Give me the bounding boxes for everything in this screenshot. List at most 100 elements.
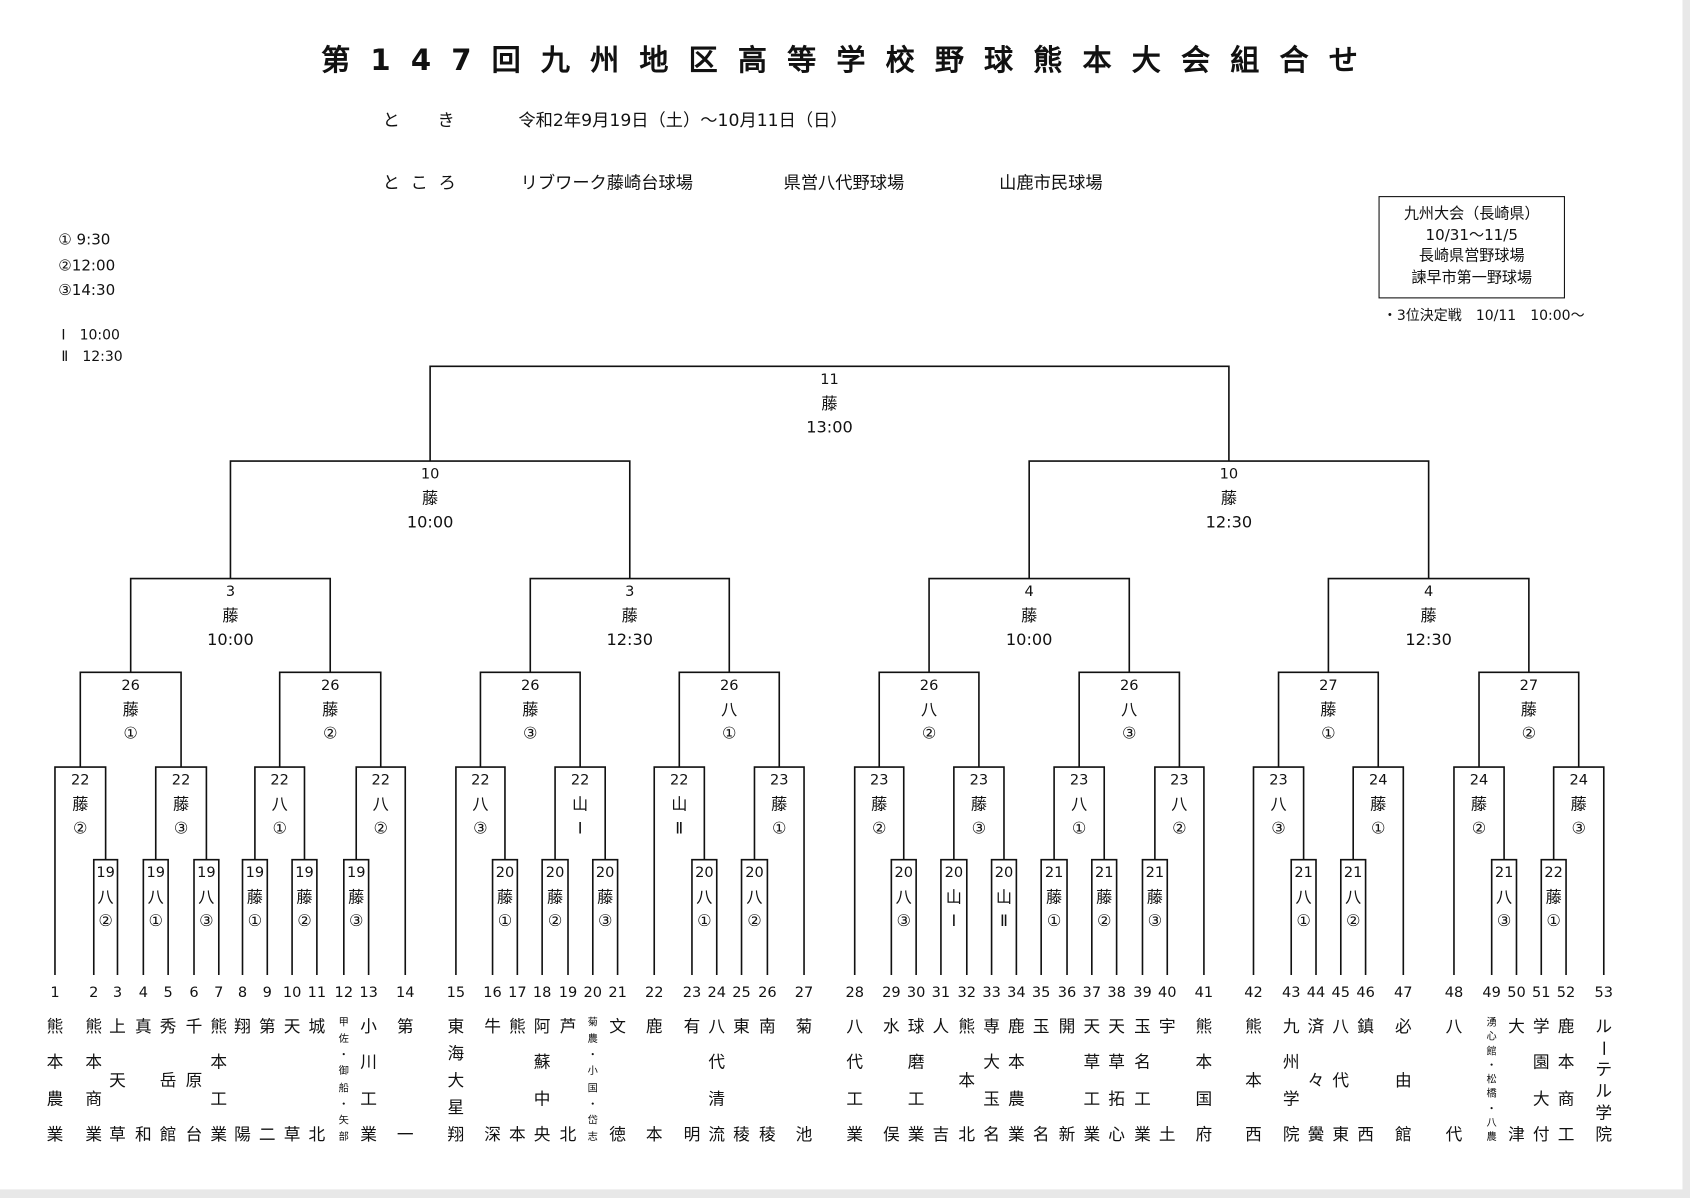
match-day: 27 <box>1519 676 1539 695</box>
match-venue: 藤 <box>246 887 263 907</box>
match-slot: ③ <box>348 910 364 931</box>
match-day: 22 <box>71 771 90 789</box>
team-name: 大津 <box>1508 1017 1525 1145</box>
match-day: 26 <box>919 676 939 695</box>
match-venue: 八 <box>1295 887 1312 907</box>
team-name: 甲佐・御船・矢部 <box>338 1017 349 1144</box>
team-name: 南稜 <box>759 1017 776 1145</box>
team-name: 芦北 <box>559 1017 577 1145</box>
match-venue: 八 <box>696 887 713 907</box>
team-name: 千原台 <box>185 1017 203 1145</box>
kyushu-line: 10/31～11/5 <box>1425 226 1518 245</box>
match-slot: ② <box>1471 818 1487 838</box>
team-name: 八代東 <box>1332 1017 1350 1145</box>
team-name: 球磨工業 <box>907 1017 925 1145</box>
match-venue: 藤 <box>296 887 313 907</box>
time-slot-legend: ②12:00 <box>58 257 116 275</box>
team-number: 15 <box>446 983 466 1002</box>
match-day: 24 <box>1569 771 1588 789</box>
team-name: 熊本北 <box>958 1017 976 1145</box>
match-venue: 山 <box>671 794 688 814</box>
venue-name: 県営八代野球場 <box>783 172 905 193</box>
match-venue: 藤 <box>1320 699 1337 720</box>
match-day: 26 <box>121 676 140 695</box>
match-slot: ③ <box>1496 910 1512 931</box>
match-slot: ② <box>297 910 312 931</box>
match-day: 20 <box>944 864 964 882</box>
match-slot: ② <box>98 910 113 931</box>
kyushu-tournament-box: 九州大会（長崎県） 10/31～11/5 長崎県営野球場 諫早市第一野球場 <box>1378 196 1565 299</box>
place-label: と こ ろ <box>382 172 456 193</box>
team-number: 34 <box>1007 983 1026 1002</box>
team-name: 東海大星翔 <box>447 1017 465 1145</box>
match-venue: 藤 <box>1470 794 1488 814</box>
match-day: 27 <box>1319 676 1338 695</box>
team-name: 熊本 <box>508 1017 526 1145</box>
date-value: 令和2年9月19日（土）～10月11日（日） <box>518 109 848 131</box>
match-slot: ② <box>747 910 762 931</box>
match-slot: ③ <box>1271 818 1286 838</box>
match-day: 19 <box>197 864 216 882</box>
team-name: 八代 <box>1445 1017 1463 1145</box>
match-slot: ① <box>772 818 787 838</box>
team-name: 人吉 <box>932 1017 950 1145</box>
match-slot: ② <box>1345 910 1361 931</box>
match-venue: 藤 <box>597 887 614 907</box>
match-slot: ① <box>123 723 138 743</box>
match-venue: 藤 <box>1370 794 1387 814</box>
match-day: 3 <box>625 583 635 601</box>
team-name: 第一 <box>396 1017 414 1145</box>
team-number: 46 <box>1356 983 1375 1002</box>
match-day: 20 <box>495 864 515 882</box>
team-number: 23 <box>682 983 702 1002</box>
match-venue: 八 <box>895 887 912 907</box>
team-name: 第二 <box>258 1017 276 1145</box>
match-day: 26 <box>320 676 340 695</box>
match-day: 3 <box>225 583 236 601</box>
roman-slot-legend: Ⅱ 12:30 <box>61 349 123 366</box>
team-number: 32 <box>957 983 977 1002</box>
match-venue: 八 <box>472 794 489 814</box>
match-day: 22 <box>1544 864 1563 882</box>
team-number: 27 <box>794 983 814 1002</box>
team-number: 16 <box>483 983 502 1002</box>
match-slot: ① <box>247 910 263 931</box>
match-venue: 藤 <box>172 794 190 814</box>
team-number: 50 <box>1507 983 1526 1002</box>
match-slot: ③ <box>199 910 214 931</box>
team-number: 44 <box>1306 983 1326 1002</box>
match-slot: ③ <box>1147 910 1163 931</box>
match-venue: 八 <box>271 794 288 814</box>
team-name: 湧心館・松橋・八農 <box>1486 1017 1497 1144</box>
team-number: 3 <box>112 983 123 1002</box>
team-name: 八代清流 <box>708 1017 726 1145</box>
match-venue: 藤 <box>72 794 89 814</box>
team-number: 18 <box>532 983 552 1002</box>
team-name: 翔陽 <box>234 1017 251 1145</box>
match-slot: Ⅰ <box>951 910 957 931</box>
match-day: 11 <box>820 370 839 389</box>
team-name: 文徳 <box>609 1017 626 1145</box>
match-day: 19 <box>346 864 366 882</box>
match-day: 10 <box>420 465 440 483</box>
match-venue: 藤 <box>122 699 139 720</box>
team-name: 宇土 <box>1158 1017 1176 1145</box>
match-slot: ③ <box>971 818 987 838</box>
team-number: 6 <box>189 983 199 1002</box>
match-slot: ① <box>497 910 513 931</box>
match-slot: ② <box>322 723 338 743</box>
team-number: 49 <box>1482 983 1501 1002</box>
match-day: 4 <box>1424 583 1434 601</box>
match-slot: ① <box>1370 818 1386 838</box>
match-day: 20 <box>745 864 764 882</box>
match-day: 19 <box>295 864 314 882</box>
team-name: 天草 <box>283 1017 301 1145</box>
match-slot: Ⅱ <box>675 818 684 838</box>
match-venue: 八 <box>147 887 164 907</box>
match-slot: Ⅱ <box>999 910 1008 931</box>
team-number: 47 <box>1394 983 1413 1002</box>
team-number: 39 <box>1133 983 1152 1002</box>
